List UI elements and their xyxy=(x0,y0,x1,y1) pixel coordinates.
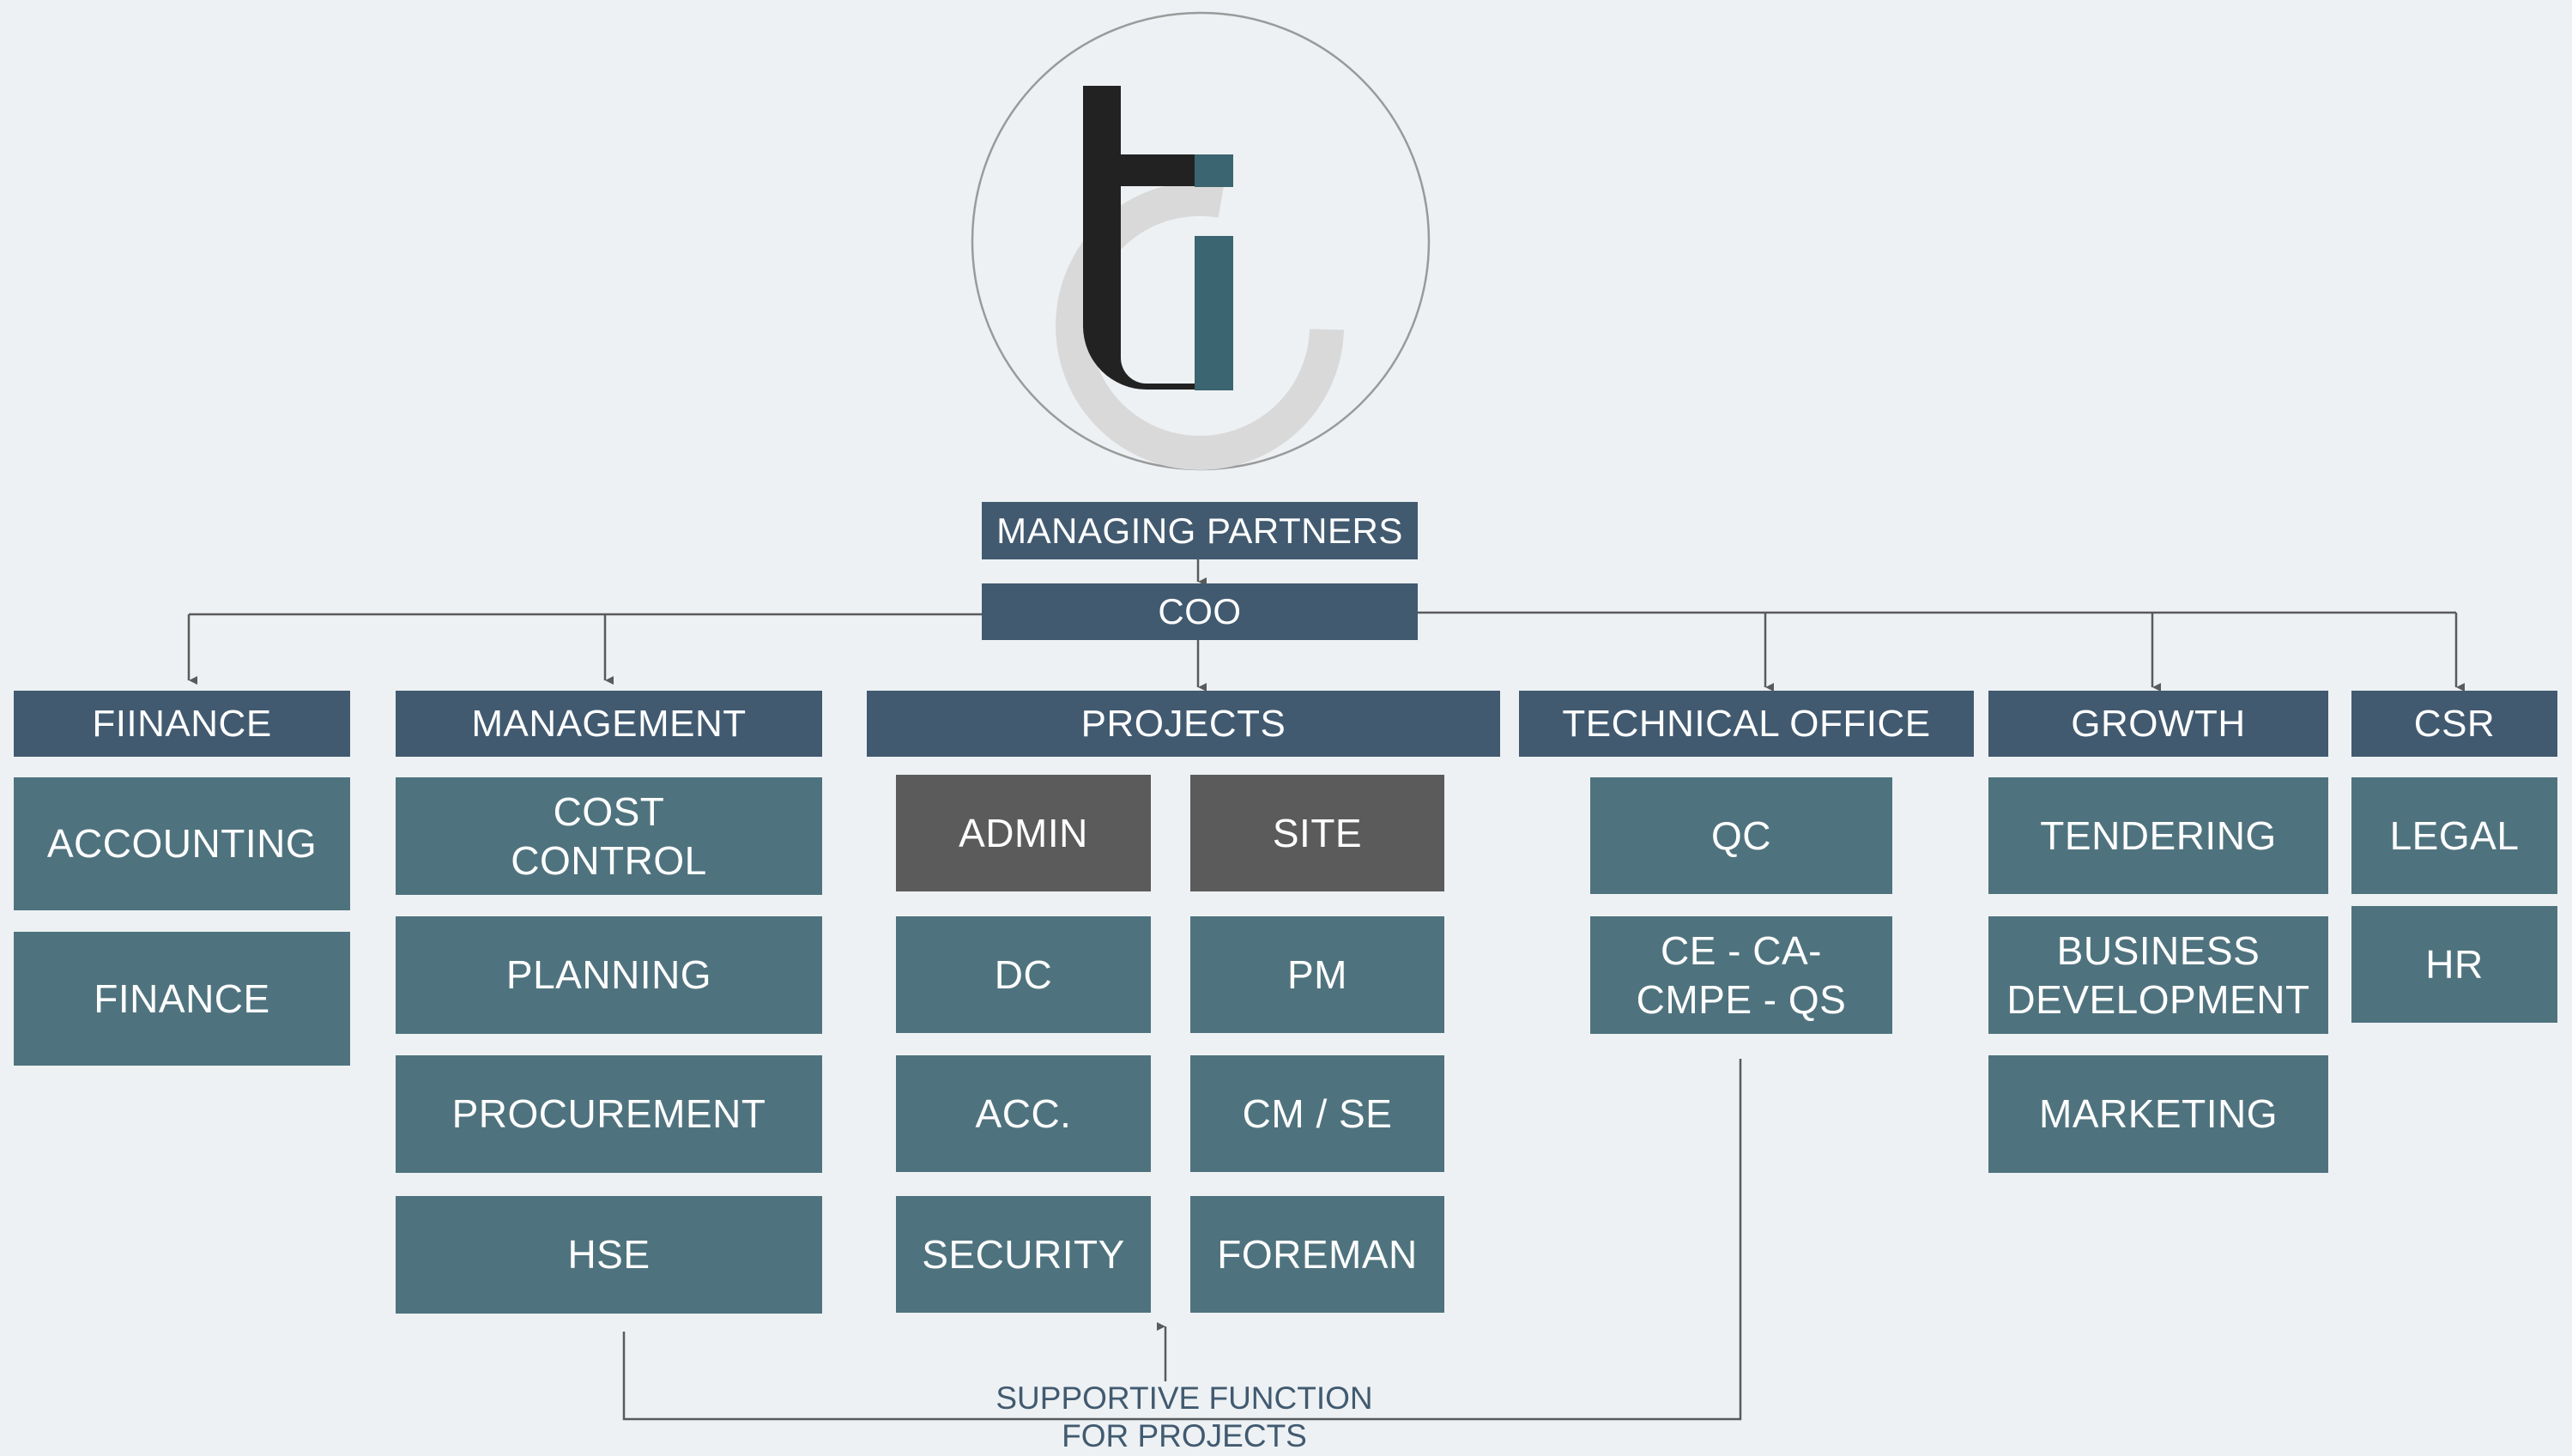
unit-tendering: TENDERING xyxy=(1988,777,2328,894)
unit-finance: FINANCE xyxy=(14,932,350,1066)
unit-acc: ACC. xyxy=(896,1055,1151,1172)
header-technical-office: TECHNICAL OFFICE xyxy=(1519,691,1974,757)
header-projects: PROJECTS xyxy=(867,691,1500,757)
supportive-function-label: SUPPORTIVE FUNCTION FOR PROJECTS xyxy=(996,1380,1373,1454)
header-csr: CSR xyxy=(2351,691,2557,757)
unit-hse: HSE xyxy=(396,1196,822,1314)
unit-admin: ADMIN xyxy=(896,775,1151,891)
unit-hr: HR xyxy=(2351,906,2557,1023)
tc-logo-icon xyxy=(970,10,1431,472)
unit-business-development: BUSINESS DEVELOPMENT xyxy=(1988,916,2328,1034)
unit-foreman: FOREMAN xyxy=(1190,1196,1444,1313)
unit-marketing: MARKETING xyxy=(1988,1055,2328,1173)
unit-site: SITE xyxy=(1190,775,1444,891)
unit-planning: PLANNING xyxy=(396,916,822,1034)
unit-security: SECURITY xyxy=(896,1196,1151,1313)
unit-qc: QC xyxy=(1590,777,1892,894)
unit-cm-se: CM / SE xyxy=(1190,1055,1444,1172)
unit-accounting: ACCOUNTING xyxy=(14,777,350,910)
unit-legal: LEGAL xyxy=(2351,777,2557,894)
header-management: MANAGEMENT xyxy=(396,691,822,757)
unit-ce-ca-cmpe-qs: CE - CA- CMPE - QS xyxy=(1590,916,1892,1034)
unit-pm: PM xyxy=(1190,916,1444,1033)
managing-partners-box: MANAGING PARTNERS xyxy=(982,502,1418,559)
unit-dc: DC xyxy=(896,916,1151,1033)
header-growth: GROWTH xyxy=(1988,691,2328,757)
unit-procurement: PROCUREMENT xyxy=(396,1055,822,1173)
header-finance: FIINANCE xyxy=(14,691,350,757)
unit-cost-control: COST CONTROL xyxy=(396,777,822,895)
coo-box: COO xyxy=(982,583,1418,640)
